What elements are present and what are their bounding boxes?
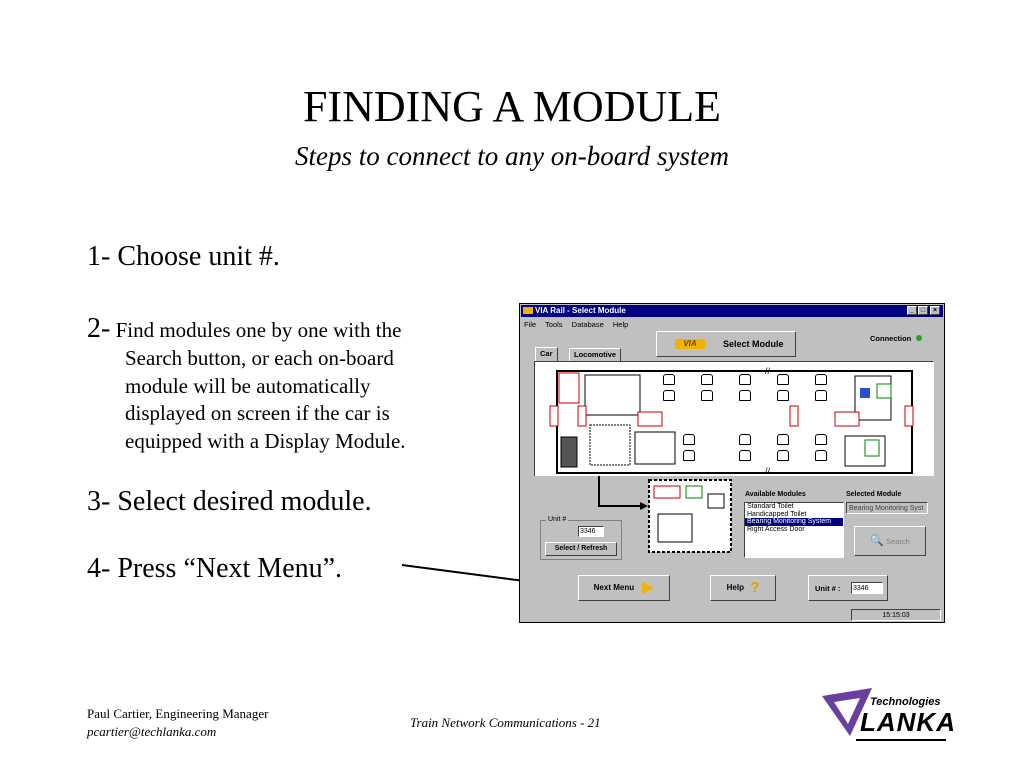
next-menu-label: Next Menu: [593, 583, 635, 592]
menu-bar: File Tools Database Help: [524, 319, 635, 330]
list-item[interactable]: Standard Toilet: [747, 503, 794, 510]
seat-icon: [683, 434, 695, 445]
connection-label: Connection: [870, 334, 912, 343]
app-window: VIA Rail - Select Module _ □ × File Tool…: [519, 303, 945, 623]
step-2-line-2: Search button, or each on-board: [125, 346, 394, 370]
minimize-icon[interactable]: _: [907, 306, 917, 315]
lanka-logo: Technologies LANKA: [820, 688, 955, 744]
clock: 15:15:03: [851, 609, 941, 621]
list-item[interactable]: Handicapped Toilet: [747, 510, 807, 518]
seat-icon: [663, 390, 675, 401]
search-button[interactable]: 🔍 Search: [854, 526, 926, 556]
step-2-line-5: equipped with a Display Module.: [125, 428, 406, 453]
lower-panel: Unit # 3346 Select / Refresh Available M…: [534, 476, 934, 564]
logo-lanka: LANKA: [860, 707, 956, 737]
unit-group: [540, 520, 622, 560]
seat-icon: [777, 390, 789, 401]
car-diagram: // //: [549, 366, 914, 476]
footer-center: Train Network Communications - 21: [410, 715, 601, 730]
logo-technologies: Technologies: [870, 696, 941, 708]
help-button[interactable]: Help ?: [710, 575, 776, 601]
next-menu-button[interactable]: Next Menu: [578, 575, 670, 601]
zoom-detail: [648, 479, 732, 553]
arrow-right-icon: [642, 581, 655, 594]
step-4: 4- Press “Next Menu”.: [87, 553, 343, 584]
available-modules-label: Available Modules: [745, 491, 806, 498]
unit-footer-label: Unit # :: [815, 584, 841, 593]
close-icon[interactable]: ×: [930, 306, 940, 315]
list-item-selected[interactable]: Bearing Monitoring System: [745, 518, 843, 526]
select-refresh-button[interactable]: Select / Refresh: [545, 542, 617, 556]
tab-locomotive[interactable]: Locomotive: [569, 348, 622, 363]
seat-icon: [683, 450, 695, 461]
menu-help[interactable]: Help: [612, 320, 629, 329]
selected-module-label: Selected Module: [846, 491, 902, 498]
seat-icon: [815, 374, 827, 385]
seat-icon: [777, 374, 789, 385]
unit-footer-field: 3346: [851, 582, 883, 594]
connection-status: Connection: [870, 334, 923, 343]
unit-footer-panel: Unit # : 3346: [808, 575, 888, 601]
window-title: VIA Rail - Select Module: [535, 306, 626, 315]
seat-icon: [777, 434, 789, 445]
seat-icon: [815, 434, 827, 445]
step-2-line-4: displayed on screen if the car is: [125, 401, 390, 425]
selected-module-field: Bearing Monitoring Syst: [846, 502, 928, 514]
footer-author-block: Paul Cartier, Engineering Manager pcarti…: [87, 705, 268, 741]
header-panel: VIA Select Module: [656, 331, 796, 357]
question-mark-icon: ?: [750, 579, 760, 596]
unit-group-label: Unit #: [546, 516, 569, 523]
seat-icon: [739, 390, 751, 401]
app-icon: [523, 307, 533, 314]
step-3: 3- Select desired module.: [87, 486, 372, 517]
slide-subtitle: Steps to connect to any on-board system: [295, 141, 729, 171]
via-logo: VIA: [675, 339, 705, 349]
slide-title: FINDING A MODULE: [303, 82, 721, 131]
lanka-logo-mark: [822, 688, 946, 741]
seat-icon: [701, 390, 713, 401]
step-2-number: 2-: [87, 313, 111, 344]
search-icon: 🔍: [870, 535, 884, 547]
seat-icon: [739, 450, 751, 461]
tab-car[interactable]: Car: [535, 347, 558, 362]
unit-input[interactable]: 3346: [578, 526, 604, 537]
footer-email: pcartier@techlanka.com: [87, 724, 217, 739]
header-label: Select Module: [723, 339, 784, 349]
help-label: Help: [726, 583, 744, 593]
menu-file[interactable]: File: [524, 320, 537, 329]
menu-database[interactable]: Database: [571, 320, 604, 329]
window-titlebar: VIA Rail - Select Module _ □ ×: [521, 305, 943, 317]
seat-icon: [663, 374, 675, 385]
step-1: 1- Choose unit #.: [87, 241, 280, 272]
zoom-arrow: [598, 476, 648, 510]
svg-text://: //: [765, 366, 771, 376]
search-label: Search: [886, 537, 910, 546]
svg-text://: //: [765, 466, 771, 476]
list-item[interactable]: Right Access Door: [747, 525, 805, 533]
status-bar: 15:15:03: [521, 609, 943, 621]
car-floorplan: // //: [534, 361, 934, 477]
seat-icon: [777, 450, 789, 461]
maximize-icon[interactable]: □: [918, 306, 928, 315]
menu-tools[interactable]: Tools: [545, 320, 563, 329]
available-modules-list[interactable]: Standard Toilet Handicapped Toilet Beari…: [744, 502, 844, 558]
step-2-line-3: module will be automatically: [125, 373, 371, 398]
step-2: 2- Find modules one by one with the Sear…: [87, 313, 487, 455]
footer-author: Paul Cartier, Engineering Manager: [87, 706, 269, 721]
seat-icon: [815, 390, 827, 401]
step-2-line-1: Find modules one by one with the: [110, 318, 402, 342]
seat-icon: [739, 434, 751, 445]
connection-led-icon: [916, 335, 923, 341]
seat-icon: [701, 374, 713, 385]
seat-icon: [815, 450, 827, 461]
seat-icon: [739, 374, 751, 385]
